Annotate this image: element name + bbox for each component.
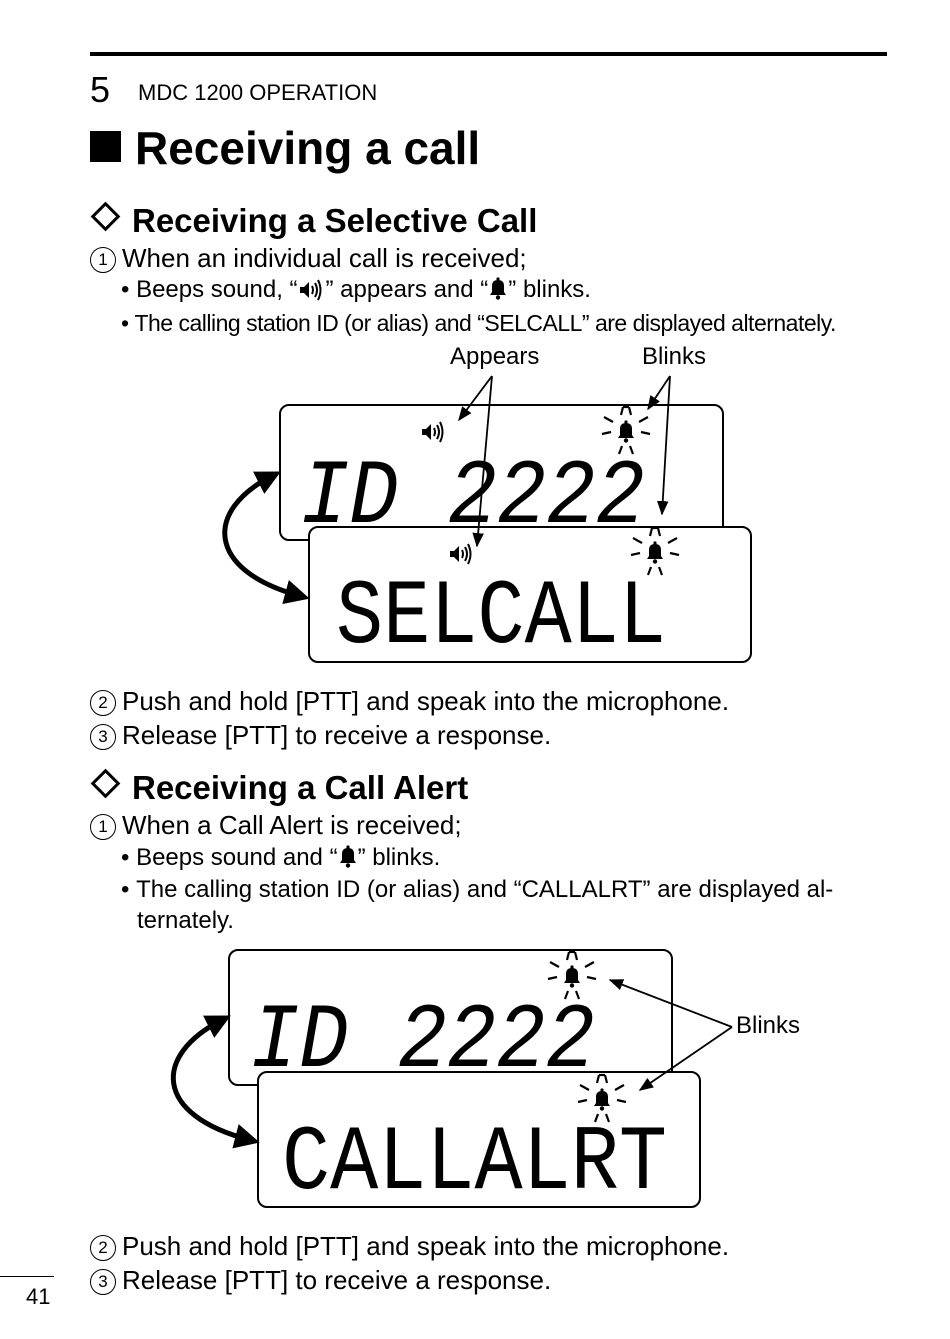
step-number: 1 (90, 814, 116, 840)
step-text: Push and hold [PTT] and speak into the m… (122, 686, 730, 716)
step-text: Push and hold [PTT] and speak into the m… (122, 1231, 730, 1261)
lcd-front-text: CALLALRT (282, 1111, 667, 1216)
chapter-number: 5 (90, 69, 111, 110)
arrow-blinks-back (647, 375, 671, 411)
step-text: Release [PTT] to receive a response. (122, 720, 552, 750)
selcall-bullet-1: • Beeps sound, “” appears and “” blinks. (121, 274, 591, 310)
selcall-bullet-2: • The calling station ID (or alias) and … (121, 310, 836, 336)
callout-appears: Appears (450, 343, 540, 370)
alternate-arrow-icon (222, 471, 310, 605)
step-number: 3 (90, 724, 116, 750)
top-rule (90, 52, 887, 56)
step-text: When a Call Alert is received; (122, 810, 462, 840)
chapter-title: MDC 1200 OPERATION (138, 80, 378, 105)
subsection-title-selective-call: Receiving a Selective Call (90, 201, 537, 241)
alert-bullet-1: • Beeps sound and “” blinks. (121, 842, 440, 878)
square-bullet-icon (90, 131, 121, 162)
step-text: When an individual call is received; (122, 243, 527, 273)
step-number: 2 (90, 1235, 116, 1261)
step-number: 2 (90, 690, 116, 716)
arrow-blinks-front (638, 1026, 733, 1091)
lcd-front-text: SELCALL (336, 565, 666, 670)
step-number: 1 (90, 247, 116, 273)
arrow-appears-back (458, 375, 493, 422)
step-number: 3 (90, 1269, 116, 1295)
alert-bullet-2: • The calling station ID (or alias) and … (121, 876, 834, 903)
arrow-blinks-back (608, 979, 733, 1028)
alert-bullet-2-cont: ternately. (137, 907, 234, 934)
alternate-arrow-icon (170, 1015, 260, 1149)
section-title-text: Receiving a call (135, 122, 481, 174)
callout-blinks: Blinks (642, 343, 707, 370)
footer-rule (0, 1276, 54, 1277)
section-title: Receiving a call (90, 120, 480, 176)
arrow-appears-front (472, 375, 493, 548)
arrow-blinks-front (656, 375, 671, 516)
callout-blinks-alert: Blinks (736, 1012, 801, 1039)
step-text: Release [PTT] to receive a response. (122, 1265, 552, 1295)
subsection-title-call-alert: Receiving a Call Alert (90, 768, 468, 808)
page-number: 41 (26, 1284, 51, 1309)
